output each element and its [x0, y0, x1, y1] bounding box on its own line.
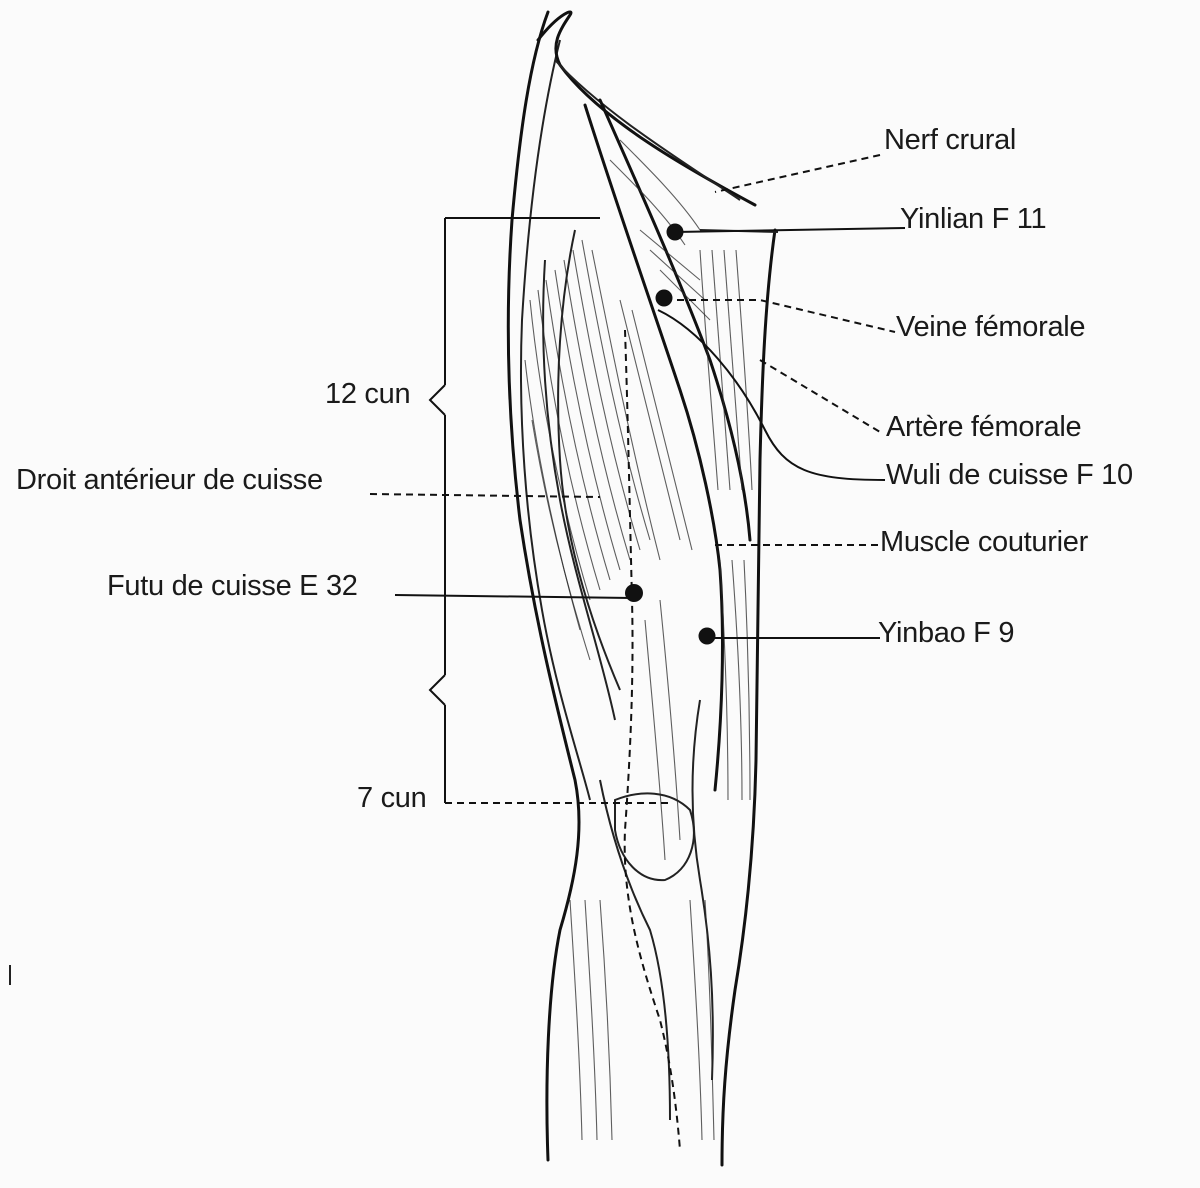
leg-outline-left-inner: [519, 39, 591, 801]
inguinal-fold-inner: [554, 59, 741, 201]
inguinal-fold: [536, 10, 757, 207]
knee-line-2: [691, 699, 714, 1081]
label-droit-anterieur: Droit antérieur de cuisse: [16, 464, 323, 496]
label-yinbao: Yinbao F 9: [878, 617, 1015, 649]
leader-yinlian: [674, 227, 906, 233]
leader-artere-femorale: [759, 359, 881, 433]
label-muscle-couturier: Muscle couturier: [880, 526, 1088, 558]
label-nerf-crural: Nerf crural: [884, 124, 1017, 156]
rectus-edge-2: [542, 259, 616, 721]
patella-outline: [614, 792, 695, 882]
leg-outline-right: [720, 228, 777, 1167]
measure-bracket-notch-2: [428, 674, 446, 706]
label-veine-femorale: Veine fémorale: [896, 311, 1086, 343]
label-measure-7-cun: 7 cun: [357, 782, 427, 814]
leader-veine-femorale: [665, 299, 896, 333]
leader-futu: [394, 594, 633, 599]
label-yinlian: Yinlian F 11: [900, 203, 1047, 235]
leader-wuli: [657, 309, 886, 481]
label-measure-12-cun: 12 cun: [325, 378, 411, 410]
point-futu: [625, 584, 643, 602]
point-yinbao: [698, 627, 716, 645]
leader-droit-anterieur: [369, 493, 601, 498]
muscle-fibers: [524, 139, 753, 1141]
label-artere-femorale: Artère fémorale: [886, 411, 1082, 443]
meridian-dotted-line: [623, 329, 681, 1151]
rectus-edge-1: [557, 229, 621, 691]
measure-bracket-notch-1: [428, 384, 446, 416]
leg-outline-left: [506, 10, 581, 1162]
label-futu: Futu de cuisse E 32: [107, 570, 358, 602]
leader-nerf-crural: [714, 154, 881, 193]
knee-line-1: [599, 779, 671, 1121]
point-yinlian: [666, 223, 684, 241]
label-wuli: Wuli de cuisse F 10: [886, 459, 1133, 491]
point-wuli: [655, 289, 673, 307]
sartorius-edge-left: [583, 103, 724, 792]
